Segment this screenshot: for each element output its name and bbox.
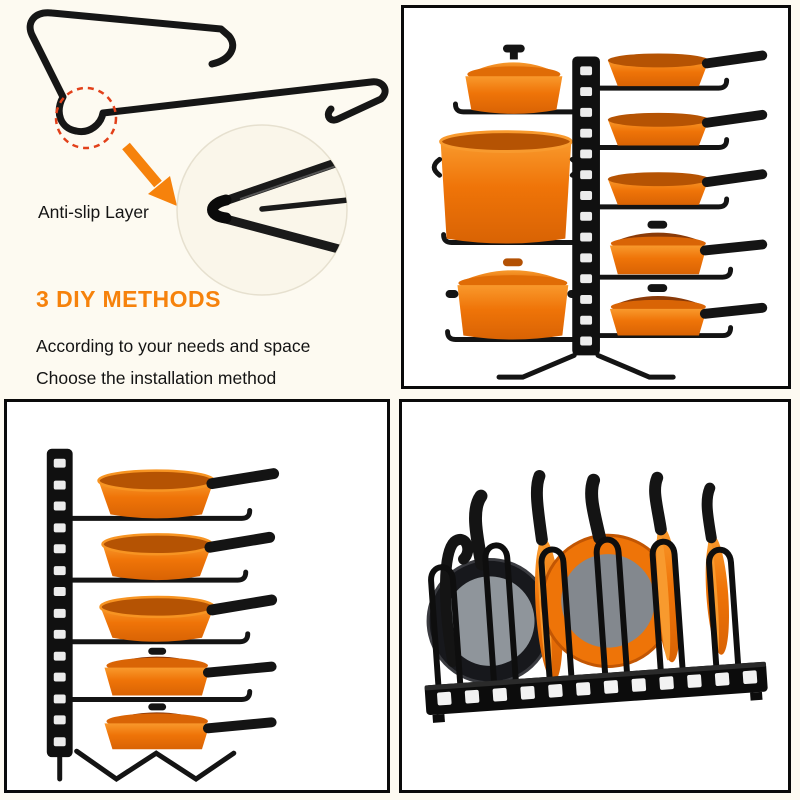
- vertical-pan-rack-illustration: [46, 448, 280, 783]
- base-rail: [424, 661, 768, 723]
- wire-bracket: [26, 9, 389, 136]
- panel-double-sided-pot-rack: [401, 5, 791, 389]
- rack-arms: [57, 507, 253, 783]
- anti-slip-label: Anti-slip Layer: [38, 202, 149, 222]
- frying-pan-1: [97, 468, 280, 519]
- anti-slip-detail-section: Anti-slip Layer 3 DIY METHODS According …: [0, 0, 400, 398]
- arrow-icon: [122, 142, 177, 206]
- lidded-pan-1: [104, 647, 277, 696]
- diy-description-line2: Choose the installation method: [36, 368, 277, 388]
- lidded-pan-2: [104, 703, 277, 750]
- pan-handles: [440, 470, 717, 668]
- casserole-pot: [445, 258, 581, 340]
- diy-methods-title: 3 DIY METHODS: [36, 286, 221, 312]
- rack-arms: [441, 77, 734, 380]
- divider-wires: [428, 536, 742, 692]
- panel-vertical-pan-rack: [4, 399, 390, 793]
- frying-pan-right-2: [607, 109, 768, 146]
- dashed-highlight-circle: [54, 86, 118, 150]
- frying-pan-right-1: [607, 50, 768, 87]
- horizontal-pan-rack-illustration: [424, 470, 768, 723]
- frying-pan-3: [99, 594, 278, 642]
- stockpot: [431, 130, 581, 244]
- lidded-pot-top-left: [465, 44, 563, 114]
- lidded-pan-right-1: [609, 220, 768, 275]
- lidded-pan-right-2: [609, 284, 768, 336]
- frying-pan-right-3: [607, 169, 768, 205]
- vertical-rail: [46, 448, 73, 758]
- diy-description-line1: According to your needs and space: [36, 336, 311, 356]
- vertical-rail: [572, 56, 600, 356]
- magnified-anti-slip-tip: [207, 153, 347, 257]
- double-sided-pot-rack-illustration: [431, 44, 768, 380]
- frying-pan-2: [101, 531, 276, 581]
- anti-slip-layer-illustration: [26, 9, 389, 296]
- panel-horizontal-pan-rack: [399, 399, 791, 793]
